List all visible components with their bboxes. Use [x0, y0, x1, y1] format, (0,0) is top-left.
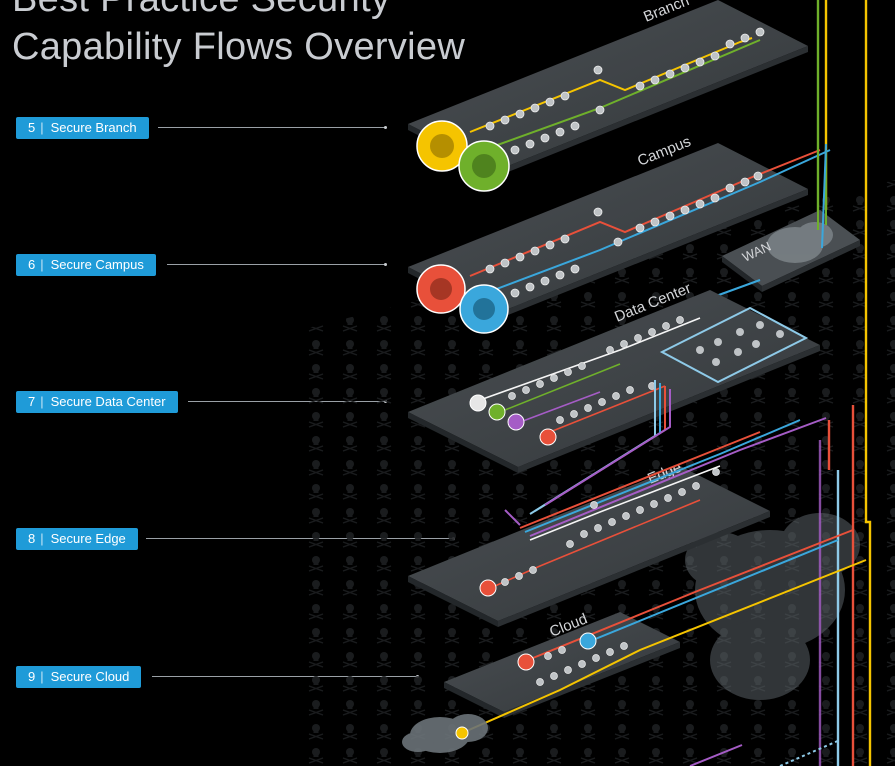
campus-plane: Campus [408, 133, 831, 334]
callout-separator: | [40, 669, 44, 684]
callout-secure-campus[interactable]: 6 | Secure Campus [16, 254, 156, 276]
branch-plane: Branch [408, 0, 808, 192]
leader-line-campus [167, 262, 387, 266]
flow-lines-vertical [816, 0, 872, 766]
wan-plane: WAN [704, 140, 860, 301]
edge-plane: Edge [408, 417, 827, 627]
callout-label: Secure Branch [50, 120, 137, 135]
callout-secure-edge[interactable]: 8 | Secure Edge [16, 528, 138, 550]
callout-label: Secure Cloud [50, 669, 130, 684]
callout-separator: | [40, 394, 44, 409]
cloud-user-icon-yellow [455, 726, 469, 740]
callout-secure-data-center[interactable]: 7 | Secure Data Center [16, 391, 178, 413]
cloud-icon [402, 714, 488, 753]
callout-number: 9 [28, 669, 36, 684]
callout-label: Secure Data Center [50, 394, 166, 409]
cloud-icon [685, 513, 860, 700]
page-title-line-2: Capability Flows Overview [12, 26, 466, 68]
callout-number: 7 [28, 394, 36, 409]
page-title-line-1: Best Practice Security [12, 0, 390, 21]
data-center-plane: Data Center [408, 280, 820, 473]
cloud-plane: Cloud [444, 529, 867, 734]
cloud-icon [767, 222, 833, 263]
callout-secure-cloud[interactable]: 9 | Secure Cloud [16, 666, 142, 688]
callout-separator: | [40, 257, 44, 272]
callout-label: Secure Edge [50, 531, 126, 546]
callout-number: 6 [28, 257, 36, 272]
callout-separator: | [40, 120, 44, 135]
callout-number: 5 [28, 120, 36, 135]
callout-number: 8 [28, 531, 36, 546]
flow-lines-dc-to-edge [504, 380, 671, 526]
callout-label: Secure Campus [50, 257, 144, 272]
callout-separator: | [40, 531, 44, 546]
flow-lines-bottom [689, 739, 841, 766]
callout-secure-branch[interactable]: 5 | Secure Branch [16, 117, 149, 139]
leader-line-branch [158, 125, 387, 129]
